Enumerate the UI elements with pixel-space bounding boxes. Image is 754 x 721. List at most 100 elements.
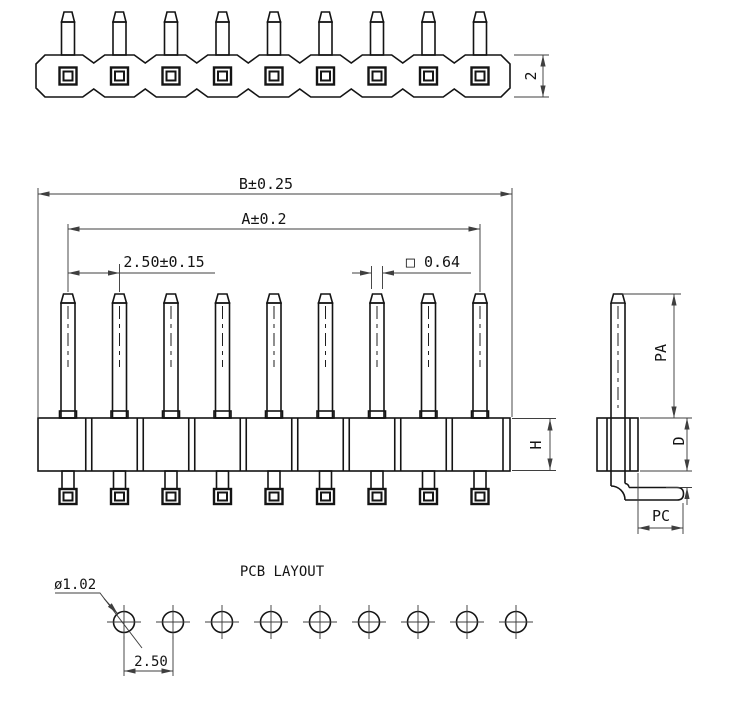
tail-outer-square xyxy=(470,487,490,506)
top-pin-tip xyxy=(317,11,334,23)
top-view-body xyxy=(35,54,511,98)
tail-shaft xyxy=(318,470,333,490)
front-view-unit-walls xyxy=(84,418,504,471)
dim-body-thickness: 2 xyxy=(514,54,549,98)
tail-inner-square xyxy=(320,491,331,502)
pin-tip xyxy=(368,293,386,304)
dim-D: D xyxy=(640,417,692,505)
tail-shaft xyxy=(215,470,230,490)
pad-inner-square xyxy=(423,70,434,82)
pin-shoulder xyxy=(110,410,129,419)
dim-label-A: A±0.2 xyxy=(241,210,286,228)
top-pin-shaft xyxy=(163,21,179,56)
housing-outline xyxy=(35,54,511,98)
top-pin-shaft xyxy=(60,21,76,56)
pad-inner-square xyxy=(371,70,383,82)
tail-shaft xyxy=(370,470,384,490)
pad-outer-square xyxy=(367,66,387,86)
top-pin-tip xyxy=(60,11,76,23)
pin-shoulder xyxy=(58,410,78,419)
dim-pin-length-PA: PA xyxy=(622,293,681,418)
dim-pin-square: □ 0.64 xyxy=(352,253,471,289)
dim-overall-width-B: B±0.25 xyxy=(37,175,513,417)
side-housing xyxy=(596,417,639,472)
top-pin-shaft xyxy=(472,21,488,56)
tail-inner-square xyxy=(268,491,280,502)
pad-outer-square xyxy=(470,66,490,86)
front-view-housing xyxy=(37,417,511,472)
pad-outer-square xyxy=(264,66,284,86)
dim-hole-pitch: 2.50 xyxy=(123,636,174,676)
pin-tip xyxy=(111,293,128,304)
side-pin-end-cap xyxy=(676,486,685,501)
pad-outer-square xyxy=(109,66,130,86)
leader-line xyxy=(55,592,143,649)
pin-tip xyxy=(214,293,231,304)
dim-tail-length-PC: PC xyxy=(637,473,684,534)
tail-inner-square xyxy=(371,491,383,502)
pad-outer-square xyxy=(58,66,78,86)
tail-inner-square xyxy=(217,491,228,502)
top-view-pads xyxy=(58,66,490,86)
pin-shoulder xyxy=(367,410,387,419)
tail-shaft xyxy=(61,470,75,490)
tail-shaft xyxy=(164,470,178,490)
tail-shaft xyxy=(421,470,436,490)
top-pin-tip xyxy=(266,11,282,23)
side-pin-bend-outer xyxy=(610,485,626,501)
top-pin-shaft xyxy=(318,21,333,56)
dim-label-hole-pitch: 2.50 xyxy=(134,654,168,670)
tail-shaft xyxy=(112,470,127,490)
dim-label-pin-square: □ 0.64 xyxy=(406,253,460,271)
pad-outer-square xyxy=(418,66,439,86)
dim-label-H: H xyxy=(527,440,545,449)
pcb-layout: PCB LAYOUT ø1.02 2.50 xyxy=(54,564,533,676)
pin-shoulder xyxy=(213,410,232,419)
tail-inner-square xyxy=(165,491,177,502)
tail-inner-square xyxy=(474,491,486,502)
pin-shoulder xyxy=(161,410,181,419)
top-view: 2 xyxy=(35,11,549,98)
top-pin-tip xyxy=(111,11,128,23)
pad-outer-square xyxy=(315,66,336,86)
top-pin-shaft xyxy=(421,21,436,56)
top-pin-tip xyxy=(163,11,179,23)
pin-shoulder xyxy=(419,410,438,419)
pin-shoulder xyxy=(264,410,284,419)
front-view: B±0.25 A±0.2 2.50±0.15 □ 0.64 xyxy=(37,175,556,506)
tail-shaft xyxy=(267,470,281,490)
tail-outer-square xyxy=(418,487,439,506)
pad-inner-square xyxy=(114,70,125,82)
top-pin-shaft xyxy=(369,21,385,56)
top-pin-tip xyxy=(420,11,437,23)
pcb-holes xyxy=(107,605,533,639)
top-pin-shaft xyxy=(112,21,127,56)
top-pin-shaft xyxy=(266,21,282,56)
pin-tip xyxy=(162,293,180,304)
dim-pitch: 2.50±0.15 xyxy=(68,253,215,292)
pin-tip xyxy=(59,293,77,304)
pin-tip xyxy=(420,293,437,304)
hole-diameter-label: ø1.02 xyxy=(54,577,96,593)
dim-label-thickness: 2 xyxy=(522,71,540,80)
tail-outer-square xyxy=(58,487,78,506)
dim-pin-span-A: A±0.2 xyxy=(67,210,481,292)
side-pin-tip xyxy=(609,293,627,304)
pad-inner-square xyxy=(268,70,280,82)
pad-inner-square xyxy=(474,70,486,82)
pin-tip xyxy=(471,293,489,304)
tail-outer-square xyxy=(161,487,181,506)
tail-outer-square xyxy=(315,487,336,506)
hole-diameter-callout: ø1.02 xyxy=(54,577,143,649)
top-pin-shaft xyxy=(215,21,230,56)
pad-inner-square xyxy=(165,70,177,82)
leader-arrow xyxy=(103,598,118,614)
tail-inner-square xyxy=(114,491,125,502)
pad-inner-square xyxy=(320,70,331,82)
side-view: PA D PC xyxy=(596,293,692,534)
tail-inner-square xyxy=(423,491,434,502)
tail-outer-square xyxy=(109,487,130,506)
pin-shoulder xyxy=(316,410,335,419)
tail-shaft xyxy=(473,470,487,490)
